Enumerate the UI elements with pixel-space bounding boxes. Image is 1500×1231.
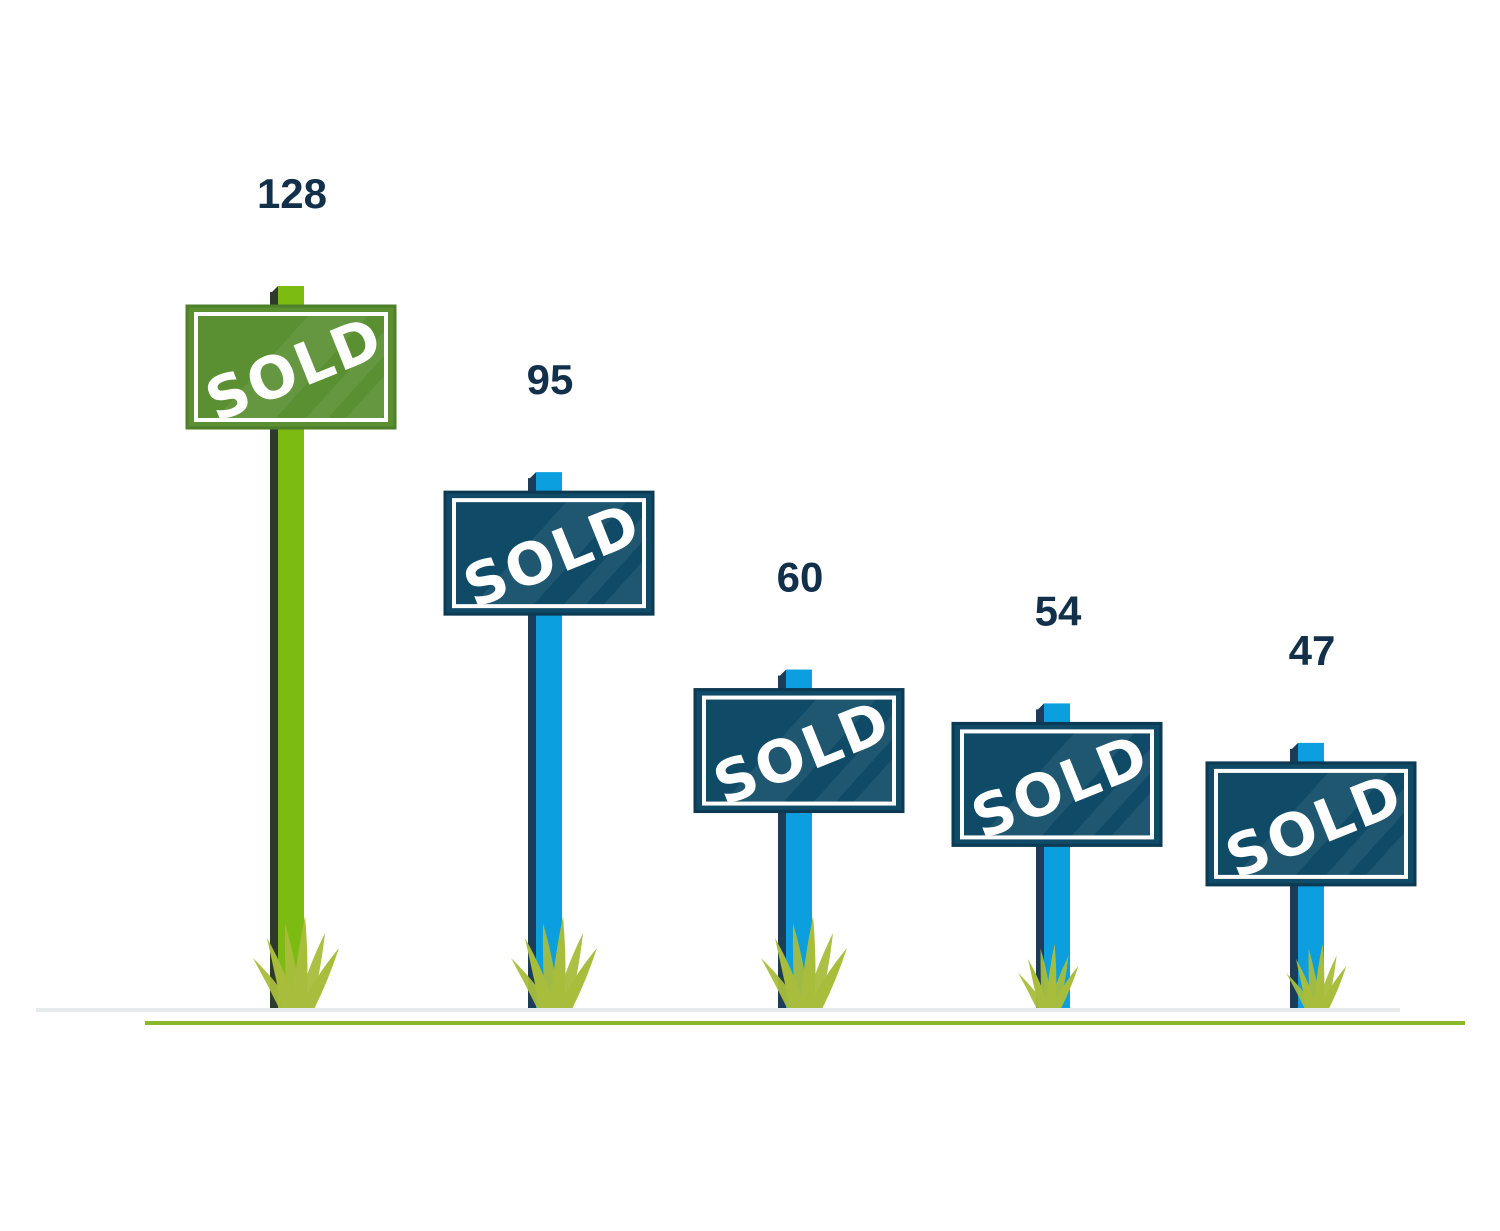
sheen-stripe: [724, 699, 876, 802]
grass-tuft: [761, 916, 847, 1008]
sheen-stripe: [1072, 748, 1150, 836]
sheen-stripe: [474, 502, 626, 605]
grass-blade: [292, 916, 308, 1008]
sheen-stripe: [346, 375, 384, 418]
value-label: 95: [527, 356, 574, 403]
grass-blade: [1313, 943, 1325, 1008]
sign-board: [951, 721, 1163, 847]
sheen-stripe: [1366, 832, 1404, 875]
sign-board: [1205, 761, 1417, 887]
sign-inner-border: [960, 729, 1154, 840]
sign-board: [693, 688, 905, 814]
grass-blade: [511, 958, 551, 1008]
value-label: 47: [1289, 627, 1336, 674]
grass-blade: [808, 948, 847, 1008]
grass-blade: [253, 958, 293, 1008]
sign-inner-border: [702, 695, 896, 806]
grass-blade: [805, 933, 833, 1008]
grass-blade: [1049, 955, 1069, 1008]
grass-blade: [761, 958, 801, 1008]
value-label: 54: [1035, 587, 1082, 634]
grass-blade: [555, 933, 583, 1008]
grass-blade: [300, 948, 339, 1008]
sign-inner-border: [194, 312, 388, 422]
sheen-stripe: [564, 517, 642, 605]
sign-board: [185, 304, 397, 430]
sign-sheen: [982, 733, 1150, 836]
grass-blade: [1051, 966, 1079, 1008]
sheen-stripe: [306, 331, 384, 418]
sheen-stripe: [854, 759, 892, 802]
sheen-stripe: [1236, 772, 1388, 875]
sign-inner-border: [1214, 768, 1408, 879]
post-shadow: [778, 675, 786, 1008]
grass-blade: [550, 916, 566, 1008]
value-label: 128: [257, 170, 327, 217]
grass-blade: [1018, 973, 1047, 1008]
sign-sheen: [216, 316, 384, 418]
post-cap: [1036, 703, 1044, 714]
post-shadow: [1036, 709, 1044, 1008]
post-cap: [1290, 742, 1298, 753]
grass-tuft: [1286, 943, 1347, 1008]
sheen-stripe: [604, 562, 642, 605]
sheen-stripe: [814, 715, 892, 802]
post-cap: [270, 286, 278, 296]
grass-blade: [800, 916, 816, 1008]
post-cap: [778, 669, 786, 680]
grass-tuft: [1018, 943, 1079, 1008]
grass-tuft: [253, 916, 339, 1008]
sheen-stripe: [216, 316, 368, 418]
sign-inner-border: [452, 498, 646, 609]
grass-blade: [1286, 973, 1315, 1008]
post-cap: [528, 472, 536, 483]
grass-blade: [1317, 955, 1337, 1008]
grass-tuft: [511, 916, 597, 1008]
post-shadow: [270, 292, 278, 1008]
grass-blade: [297, 933, 325, 1008]
sheen-stripe: [1112, 793, 1150, 836]
sign-sheen: [724, 699, 892, 802]
post-shadow: [528, 478, 536, 1008]
grass-blade: [1319, 966, 1347, 1008]
sheen-stripe: [1326, 788, 1404, 875]
grass-blade: [558, 948, 597, 1008]
sign-sheen: [474, 502, 642, 605]
value-label: 60: [777, 554, 824, 601]
sign-sheen: [1236, 772, 1404, 875]
sheen-stripe: [982, 733, 1134, 836]
grass-blade: [1045, 943, 1057, 1008]
sign-board: [443, 490, 655, 616]
